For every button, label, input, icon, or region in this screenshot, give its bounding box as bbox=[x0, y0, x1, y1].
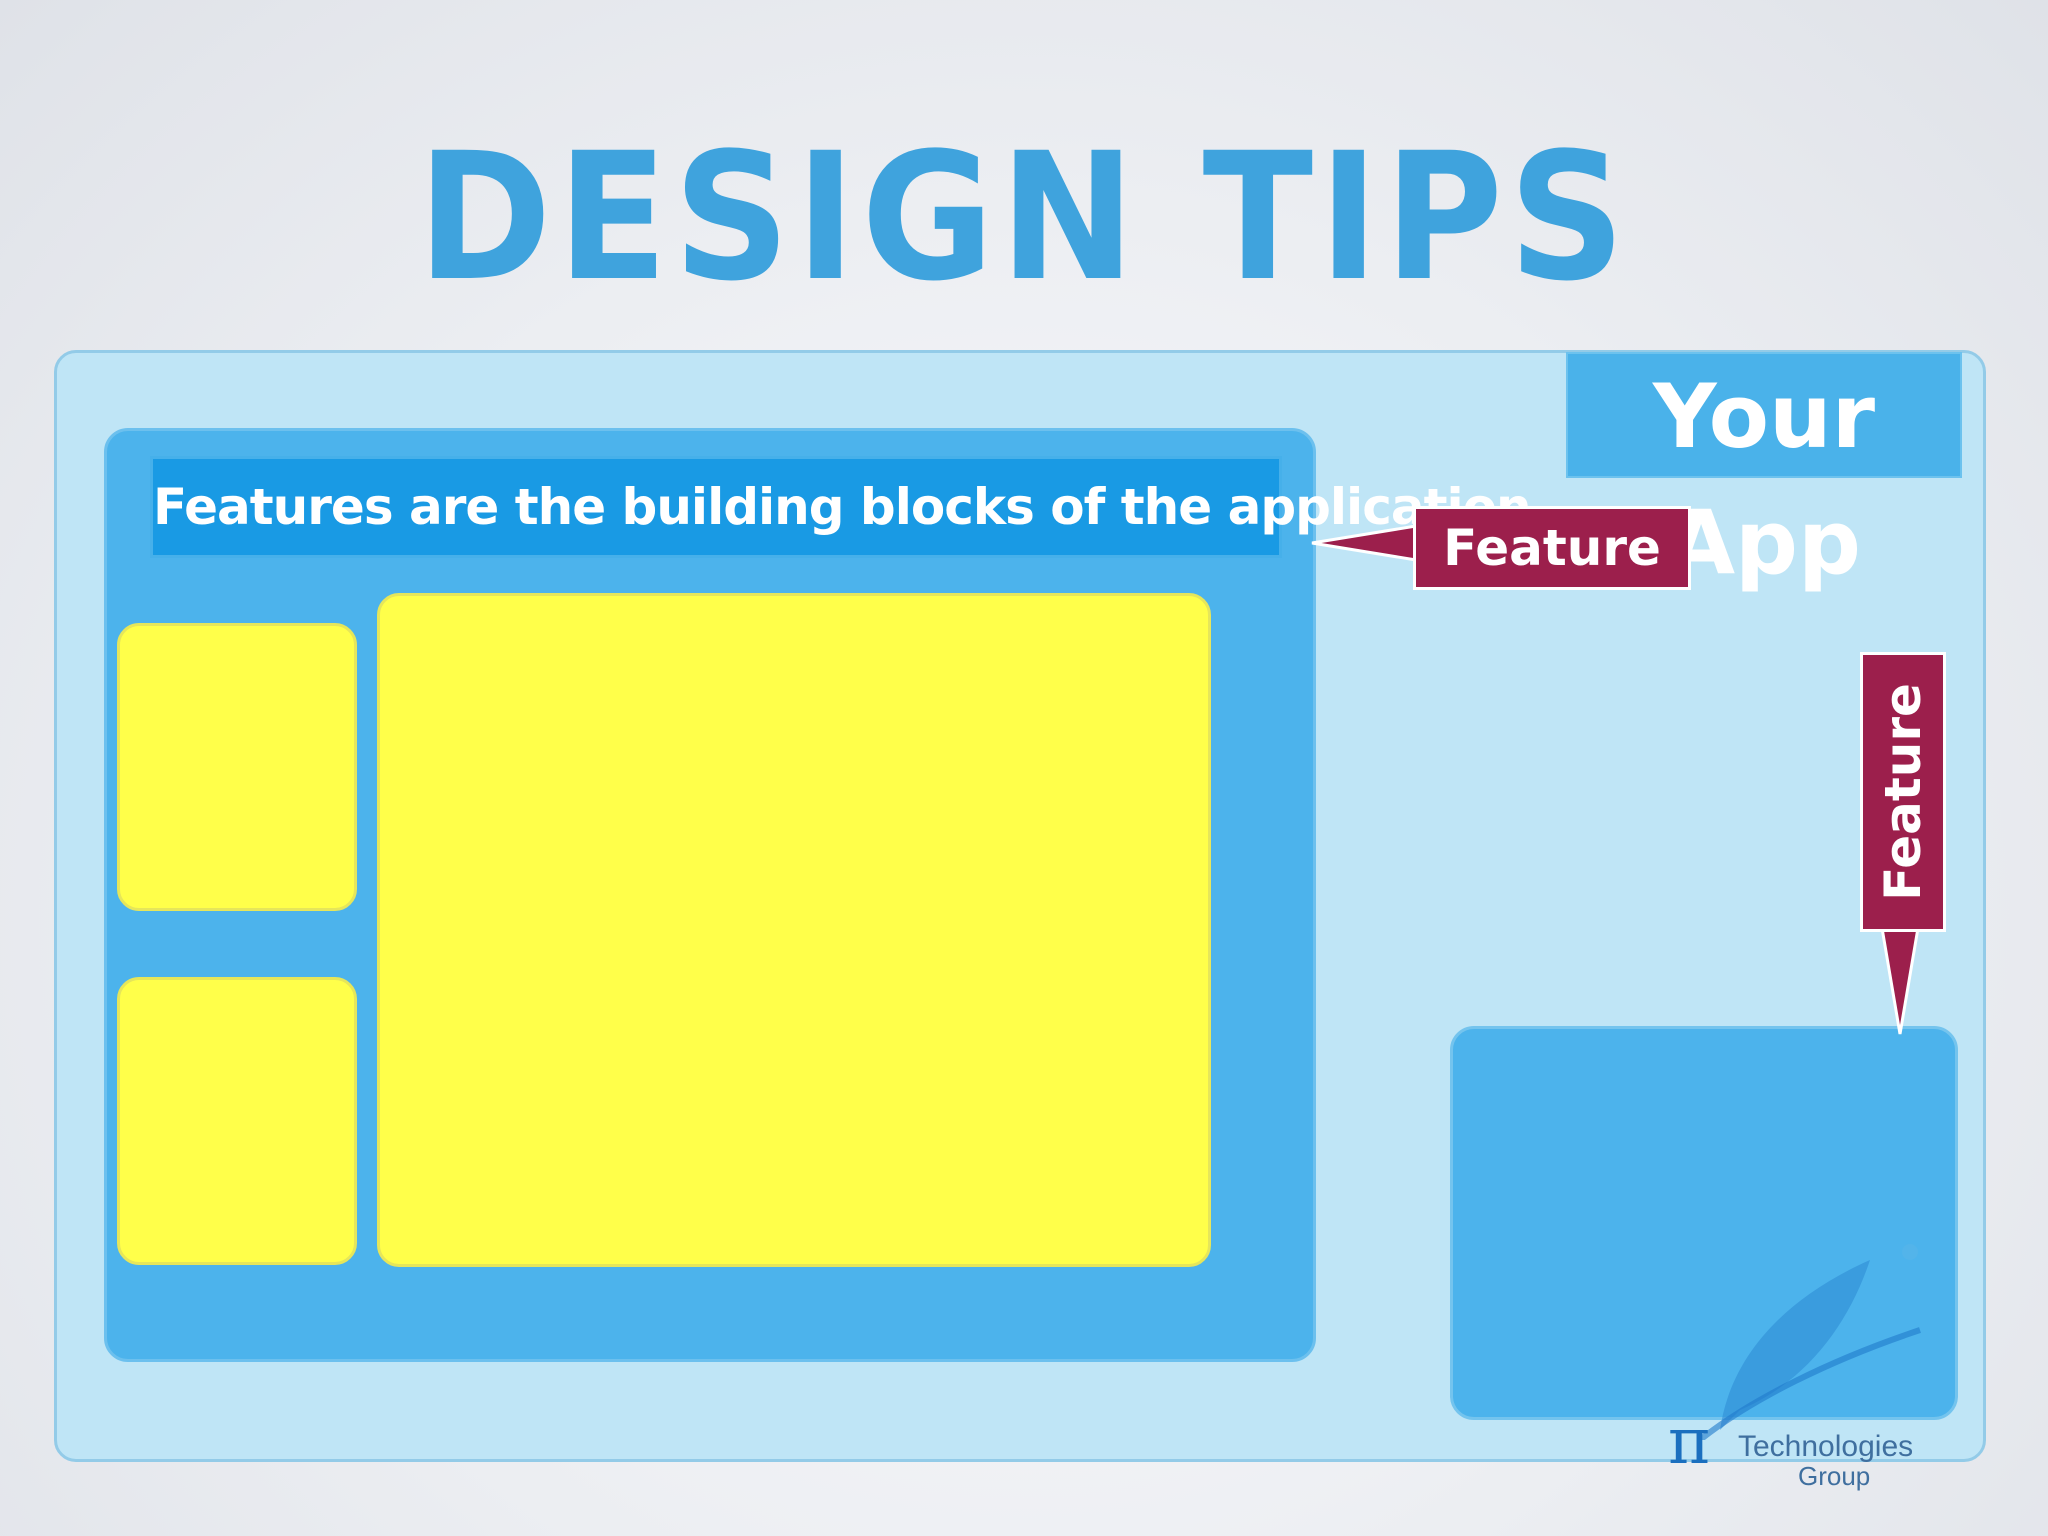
slide-title: DESIGN TIPS bbox=[417, 115, 1631, 320]
feature-callout-top: Feature bbox=[1413, 506, 1691, 590]
small-feature-block-bottom bbox=[117, 977, 357, 1265]
company-logo: π Technologies Group bbox=[1660, 1240, 1930, 1490]
feature-callout-side: Feature bbox=[1860, 652, 1946, 932]
feature-callout-side-label: Feature bbox=[1874, 683, 1932, 901]
swoosh-icon bbox=[1698, 1244, 1921, 1440]
pi-symbol: π bbox=[1668, 1405, 1711, 1479]
large-feature-block bbox=[377, 593, 1211, 1267]
logo-company-name: Technologies bbox=[1738, 1430, 1914, 1463]
your-app-tag: Your App bbox=[1566, 352, 1962, 594]
feature-banner: Features are the building blocks of the … bbox=[150, 456, 1532, 558]
small-feature-block-top bbox=[117, 623, 357, 911]
logo-company-sub: Group bbox=[1798, 1461, 1871, 1491]
side-feature-panel bbox=[1450, 1026, 1958, 1420]
